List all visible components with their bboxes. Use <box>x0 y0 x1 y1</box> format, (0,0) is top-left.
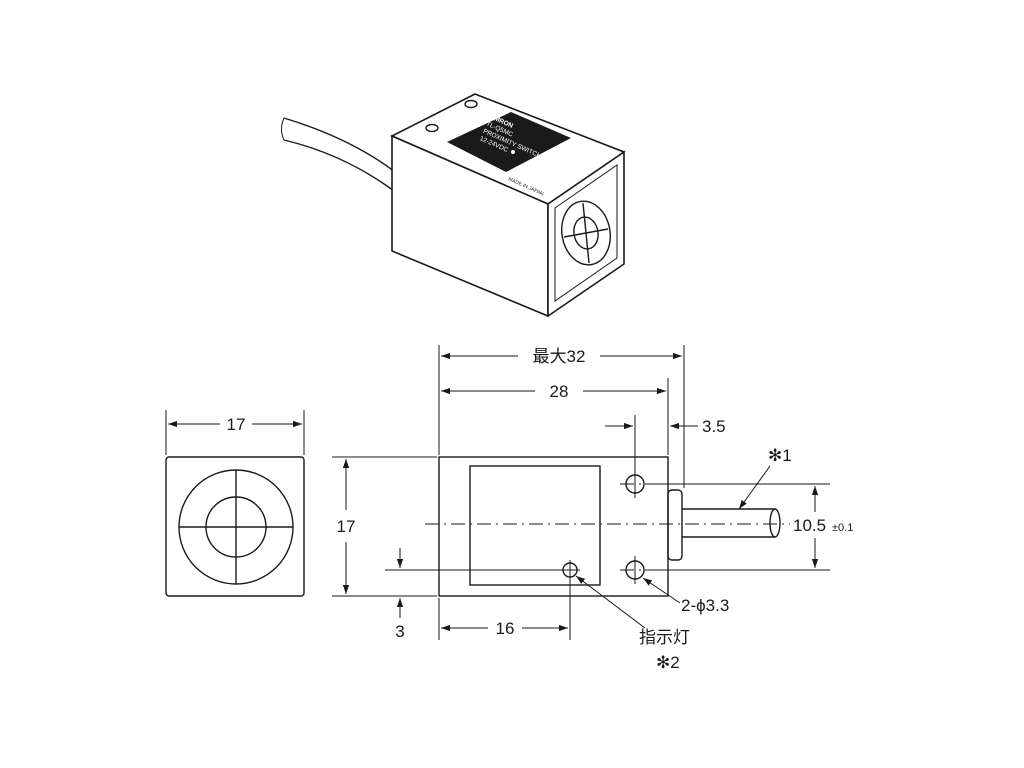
iso-face-target <box>561 200 611 266</box>
dim-indicator-offset-y-value: 3 <box>395 622 404 641</box>
nameplate-indicator-dot <box>511 150 515 154</box>
front-view: 17 <box>165 410 305 597</box>
top-view-body-outline <box>438 456 669 597</box>
top-view: 最大32 28 3.5 17 3 <box>332 345 853 672</box>
iso-sensor-body: OMRON TL-Q5MC PROXIMITY SWITCH 12-24VDC … <box>390 93 626 318</box>
note1-leader: ✻1 <box>738 446 792 510</box>
dim-height-value: 17 <box>337 517 356 536</box>
cable-strain-relief <box>667 489 683 561</box>
indicator-label: 指示灯 <box>639 628 690 647</box>
note1-label: ✻1 <box>768 446 792 465</box>
dim-hole-pitch-value: 10.5 <box>793 516 826 535</box>
nameplate-window <box>469 465 601 586</box>
dim-body-length: 28 <box>441 378 669 455</box>
indicator-lamp <box>560 560 580 580</box>
iso-nameplate: OMRON TL-Q5MC PROXIMITY SWITCH 12-24VDC <box>447 112 571 172</box>
dim-hole-offset: 3.5 <box>605 415 726 472</box>
dim-front-width: 17 <box>165 410 305 455</box>
note2-label: ✻2 <box>656 653 680 672</box>
cable-top-view <box>682 508 781 538</box>
dim-hole-pitch-tolerance: ±0.1 <box>832 522 853 534</box>
dim-indicator-offset-y: 3 <box>385 548 562 641</box>
isometric-sensor-view: OMRON TL-Q5MC PROXIMITY SWITCH 12-24VDC … <box>281 93 626 318</box>
mounting-holes-label: 2-ϕ3.3 <box>681 596 729 615</box>
dim-width-value: 17 <box>227 415 246 434</box>
dim-body-length-value: 28 <box>550 382 569 401</box>
dim-hole-offset-value: 3.5 <box>702 417 726 436</box>
dim-indicator-offset-x-value: 16 <box>496 619 515 638</box>
mounting-holes-leader: 2-ϕ3.3 <box>642 577 729 615</box>
dim-indicator-offset-x: 16 <box>438 580 571 640</box>
front-view-outline <box>165 456 305 597</box>
mounting-hole-top <box>620 470 650 498</box>
indicator-leader: 指示灯 ✻2 <box>575 575 690 672</box>
mounting-hole-bottom <box>620 556 650 584</box>
iso-mounting-hole <box>425 123 439 133</box>
dim-height: 17 <box>332 456 437 597</box>
dim-max-length: 最大32 <box>438 345 685 488</box>
iso-mounting-hole <box>464 99 478 109</box>
dim-max-length-value: 最大32 <box>533 347 586 366</box>
iso-cable <box>281 117 406 195</box>
dim-hole-pitch: 10.5 ±0.1 <box>645 483 853 571</box>
